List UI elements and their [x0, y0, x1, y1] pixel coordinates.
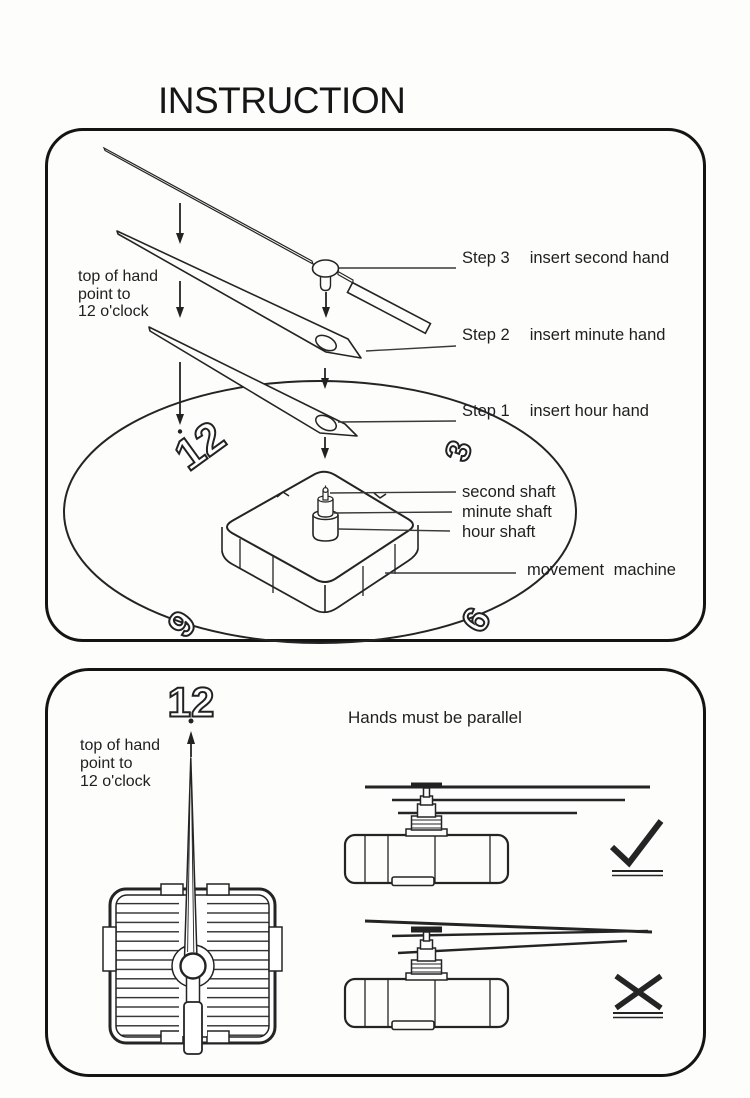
- hand-note-line: point to: [80, 755, 133, 772]
- second-shaft-label: second shaft: [462, 483, 556, 501]
- hand-note-line: top of hand: [78, 268, 159, 285]
- step-2-label: Step 2: [462, 326, 510, 344]
- step-1-row: Step 1 insert hour hand: [462, 402, 649, 421]
- parallel-heading: Hands must be parallel: [348, 708, 522, 727]
- step-1-label: Step 1: [462, 402, 510, 420]
- minute-shaft-label: minute shaft: [462, 503, 552, 521]
- step-1-text: insert hour hand: [529, 402, 649, 420]
- page-title: INSTRUCTION: [158, 80, 406, 121]
- step-3-label: Step 3: [462, 249, 510, 267]
- step-3-row: Step 3 insert second hand: [462, 249, 669, 268]
- step-2-text: insert minute hand: [529, 326, 666, 344]
- hand-note-line: point to: [78, 285, 131, 303]
- hand-note-line: 12 o'clock: [78, 303, 149, 320]
- hand-note-assembly: top of hand point to 12 o'clock: [78, 268, 158, 321]
- alignment-panel: [45, 668, 706, 1077]
- hand-note-alignment: top of hand point to 12 o'clock: [80, 737, 160, 791]
- step-2-row: Step 2 insert minute hand: [462, 326, 665, 345]
- hand-note-line: 12 o'clock: [80, 773, 151, 790]
- movement-machine-label: movement machine: [527, 561, 676, 579]
- step-3-text: insert second hand: [529, 249, 670, 267]
- hand-note-line: top of hand: [80, 737, 161, 754]
- hour-shaft-label: hour shaft: [462, 523, 536, 541]
